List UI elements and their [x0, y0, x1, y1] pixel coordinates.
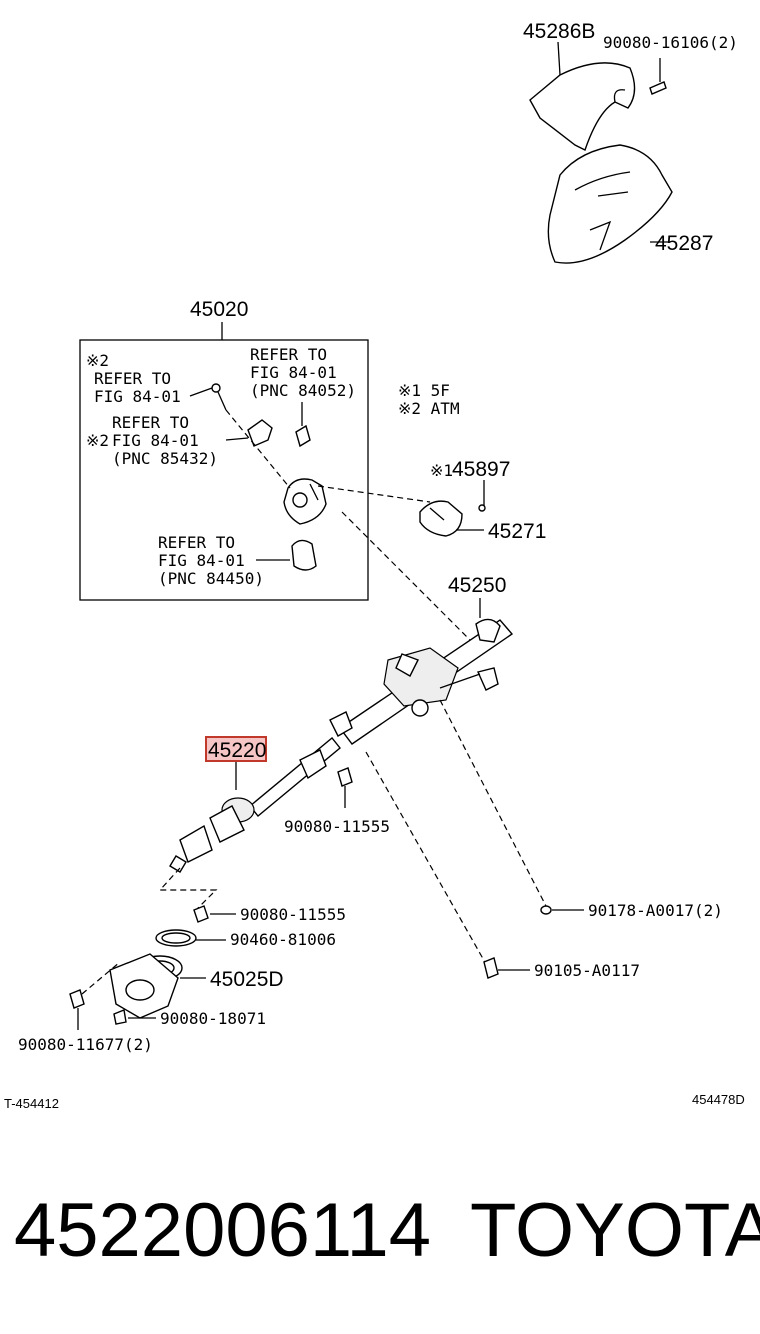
mark-45897: ※1 — [430, 461, 453, 480]
pin-icon — [478, 504, 486, 512]
lower-column-cover — [547, 144, 673, 264]
ref-note-85432: REFER TO — [112, 413, 189, 432]
screw-icon — [649, 58, 667, 95]
part-label-90080-11555-a: 90080-11555 — [284, 817, 390, 836]
legend-atm: ※2 ATM — [398, 399, 460, 418]
bolt-lower-icon — [193, 905, 209, 923]
ref-note-84450: REFER TO — [158, 533, 235, 552]
small-bolt-icon — [211, 383, 227, 411]
lock-housing-icon — [283, 478, 327, 525]
ref-note-84052-fig: FIG 84-01 — [250, 363, 337, 382]
part-label-90080-11555-b: 90080-11555 — [240, 905, 346, 924]
drawing-code-right: 454478D — [692, 1092, 745, 1107]
intermediate-shaft-icon — [169, 737, 341, 873]
ref-note-a: REFER TO — [94, 369, 171, 388]
ref-note-85432-pnc: (PNC 85432) — [112, 449, 218, 468]
part-label-45220[interactable]: 45220 — [208, 739, 266, 762]
highlight-box-45220 — [205, 736, 267, 762]
part-label-45286b: 45286B — [523, 20, 595, 43]
part-number-footer: 4522006114 — [14, 1188, 431, 1273]
bolt-11677-icon — [69, 989, 85, 1030]
part-label-45287: 45287 — [655, 232, 713, 255]
part-label-90080-16106: 90080-16106(2) — [603, 33, 738, 52]
part-label-90080-18071: 90080-18071 — [160, 1009, 266, 1028]
steering-column-icon — [329, 618, 514, 745]
transponder-icon — [291, 539, 317, 571]
part-label-90105-a0117: 90105-A0117 — [534, 961, 640, 980]
part-label-90178-a0017: 90178-A0017(2) — [588, 901, 723, 920]
ref-note-84450-pnc: (PNC 84450) — [158, 569, 264, 588]
part-label-45025d: 45025D — [210, 968, 284, 991]
assembly-box — [79, 339, 369, 601]
boot-icon — [109, 953, 183, 1019]
switch-icon — [225, 419, 273, 447]
part-label-45250: 45250 — [448, 574, 506, 597]
ref-note-85432-fig: FIG 84-01 — [112, 431, 199, 450]
part-label-90460-81006: 90460-81006 — [230, 930, 336, 949]
part-label-90080-11677: 90080-11677(2) — [18, 1035, 153, 1054]
nut-icon — [540, 905, 552, 915]
key-cylinder-icon — [295, 402, 311, 448]
clamp-icon — [155, 929, 197, 947]
ref-note-mark-a: ※2 — [86, 351, 109, 370]
part-label-45020: 45020 — [190, 298, 248, 321]
ref-note-84052-pnc: (PNC 84052) — [250, 381, 356, 400]
ref-note-84450-fig: FIG 84-01 — [158, 551, 245, 570]
ref-note-84052: REFER TO — [250, 345, 327, 364]
bolt-18071-icon — [113, 1009, 127, 1025]
drawing-code-left: T-454412 — [4, 1096, 59, 1111]
bolt-icon — [337, 767, 353, 808]
part-label-45271: 45271 — [488, 520, 546, 543]
ref-note-a-fig: FIG 84-01 — [94, 387, 181, 406]
upper-column-cover — [529, 41, 636, 151]
part-label-45897: 45897 — [452, 458, 510, 481]
bracket-45271-icon — [419, 500, 463, 537]
ref-note-mark-b: ※2 — [86, 431, 109, 450]
brand-footer: TOYOTA — [470, 1188, 760, 1273]
legend-5f: ※1 5F — [398, 381, 450, 400]
bolt-a0117-icon — [483, 957, 499, 979]
